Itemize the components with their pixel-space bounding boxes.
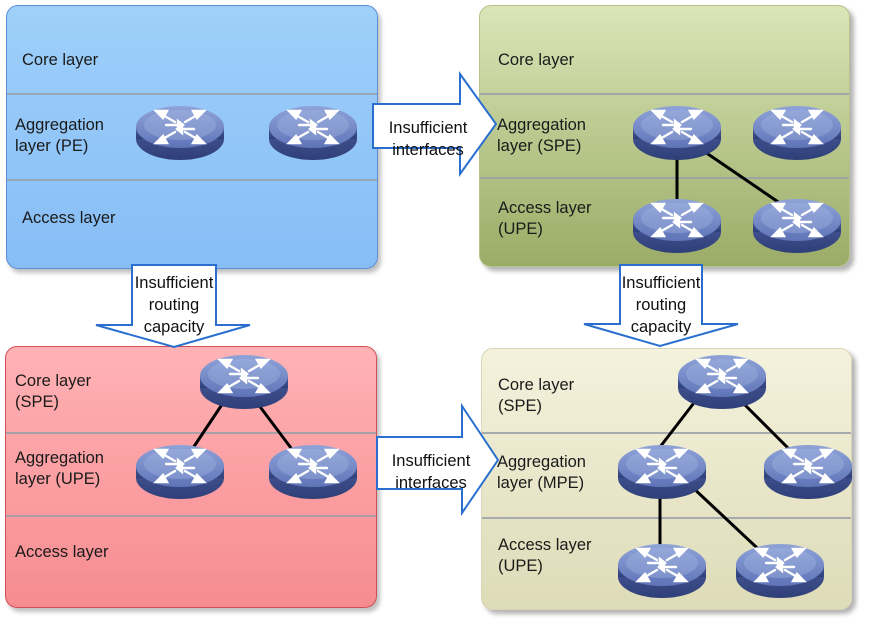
divider: [482, 432, 851, 434]
router-icon: [751, 104, 843, 162]
link: [704, 150, 791, 212]
router-icon: [134, 443, 226, 501]
router-icon: [267, 443, 359, 501]
arrow-label-insufficient-routing-capacity: Insufficient routing capacity: [621, 274, 701, 336]
aggregation-layer-label: Aggregation layer (MPE): [497, 453, 586, 492]
core-layer-label: Core layer (SPE): [15, 372, 92, 411]
router-icon: [267, 104, 359, 162]
arrow-right-top: [372, 70, 498, 178]
divider: [482, 517, 851, 519]
aggregation-layer-label: Aggregation layer (UPE): [15, 449, 104, 488]
arrow-label-insufficient-interfaces: Insufficient interfaces: [391, 452, 471, 492]
router-icon: [676, 353, 768, 411]
arrow-label-insufficient-interfaces: Insufficient interfaces: [388, 119, 468, 159]
divider: [6, 432, 376, 434]
access-layer-label: Access layer: [15, 543, 109, 561]
arrow-label-insufficient-routing-capacity: Insufficient routing capacity: [134, 274, 214, 336]
divider: [7, 179, 377, 181]
router-icon: [198, 353, 290, 411]
router-icon: [762, 443, 854, 501]
router-icon: [631, 197, 723, 255]
core-layer-label: Core layer: [498, 51, 575, 69]
access-layer-label: Access layer: [22, 209, 116, 227]
router-icon: [751, 197, 843, 255]
divider: [480, 177, 849, 179]
arrow-down-left: [95, 264, 251, 349]
core-layer-label: Core layer: [22, 51, 99, 69]
arrow-right-bottom: [376, 402, 500, 517]
core-layer-label: Core layer (SPE): [498, 376, 575, 415]
access-layer-label: Access layer (UPE): [498, 536, 592, 575]
router-icon: [616, 542, 708, 600]
router-icon: [631, 104, 723, 162]
divider: [6, 515, 376, 517]
arrow-down-right: [583, 264, 739, 348]
aggregation-layer-label: Aggregation layer (SPE): [497, 116, 586, 155]
aggregation-layer-label: Aggregation layer (PE): [15, 116, 104, 155]
router-icon: [734, 542, 826, 600]
router-icon: [616, 443, 708, 501]
access-layer-label: Access layer (UPE): [498, 199, 592, 238]
divider: [7, 93, 377, 95]
router-icon: [134, 104, 226, 162]
divider: [480, 93, 849, 95]
